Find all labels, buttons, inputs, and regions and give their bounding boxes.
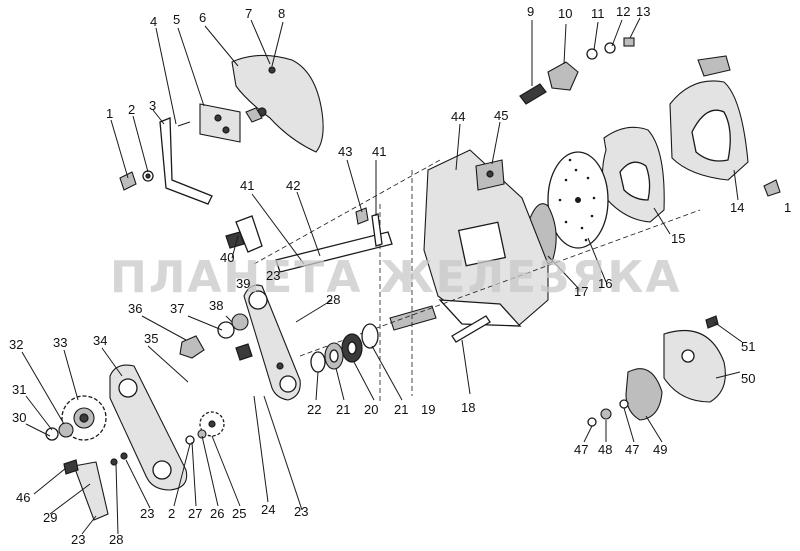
callout-label: 23	[140, 506, 154, 521]
callout-label: 7	[245, 6, 252, 21]
callout-label: 13	[636, 4, 650, 19]
cover-50	[663, 330, 726, 403]
callout-label: 4	[150, 14, 157, 29]
callout-label: 29	[43, 510, 57, 525]
callout-label: 41	[240, 178, 254, 193]
callout-label: 9	[527, 4, 534, 19]
callout-label: 14	[730, 200, 744, 215]
callout-label: 8	[278, 6, 285, 21]
wing-bolt	[119, 171, 137, 191]
callout-label: 38	[209, 298, 223, 313]
callout-label: 32	[9, 337, 23, 352]
callout-label: 20	[364, 402, 378, 417]
callout-label: 18	[461, 400, 475, 415]
callout-label: 21	[394, 402, 408, 417]
callout-label: 46	[16, 490, 30, 505]
callout-label: 50	[741, 371, 755, 386]
fan-49	[625, 368, 663, 421]
diagram-artwork	[45, 37, 781, 521]
callout-label: 40	[220, 250, 234, 265]
callout-labels: 1 2 3 4 5 6 7 8 9 10 11 12 13 1 14 15 16…	[9, 4, 791, 547]
callout-label: 30	[12, 410, 26, 425]
callout-label: 47	[574, 442, 588, 457]
callout-label: 3	[149, 98, 156, 113]
callout-label: 23	[71, 532, 85, 547]
callout-label: 34	[93, 333, 107, 348]
callout-label: 11	[591, 6, 605, 21]
callout-label: 43	[338, 144, 352, 159]
watermark-text: ПЛАНЕТА ЖЕЛЕЗЯКА	[110, 252, 681, 303]
bracket-strip	[159, 117, 213, 205]
callout-label: 17	[574, 284, 588, 299]
callout-label: 12	[616, 4, 630, 19]
callout-label: 39	[236, 276, 250, 291]
callout-label: 23	[266, 268, 280, 283]
callout-label: 44	[451, 109, 465, 124]
shield-cover	[231, 54, 324, 153]
callout-label: 15	[671, 231, 685, 246]
callout-label: 24	[261, 502, 275, 517]
callout-label: 45	[494, 108, 508, 123]
callout-label: 33	[53, 335, 67, 350]
callout-label: 1	[784, 200, 791, 215]
callout-label: 28	[109, 532, 123, 547]
callout-label: 26	[210, 506, 224, 521]
callout-label: 31	[12, 382, 26, 397]
output-shaft	[389, 305, 437, 331]
callout-label: 42	[286, 178, 300, 193]
callout-label: 47	[625, 442, 639, 457]
leader-lines	[21, 17, 743, 535]
screw-9	[519, 83, 547, 105]
callout-label: 22	[307, 402, 321, 417]
callout-label: 25	[232, 506, 246, 521]
callout-label: 36	[128, 301, 142, 316]
callout-label: 41	[372, 144, 386, 159]
callout-label: 21	[336, 402, 350, 417]
callout-label: 28	[326, 292, 340, 307]
callout-label: 49	[653, 442, 667, 457]
chain-plate	[243, 284, 301, 401]
callout-label: 23	[294, 504, 308, 519]
callout-label: 37	[170, 301, 184, 316]
callout-label: 5	[173, 12, 180, 27]
union-nut	[547, 61, 579, 91]
callout-label: 35	[144, 331, 158, 346]
mounting-plate	[199, 103, 241, 143]
callout-label: 10	[558, 6, 572, 21]
callout-label: 19	[421, 402, 435, 417]
callout-label: 27	[188, 506, 202, 521]
callout-label: 6	[199, 10, 206, 25]
callout-label: 1	[106, 106, 113, 121]
callout-label: 48	[598, 442, 612, 457]
drive-shaft	[275, 231, 393, 273]
callout-label: 51	[741, 339, 755, 354]
callout-label: 2	[168, 506, 175, 521]
callout-label: 16	[598, 276, 612, 291]
callout-label: 2	[128, 102, 135, 117]
